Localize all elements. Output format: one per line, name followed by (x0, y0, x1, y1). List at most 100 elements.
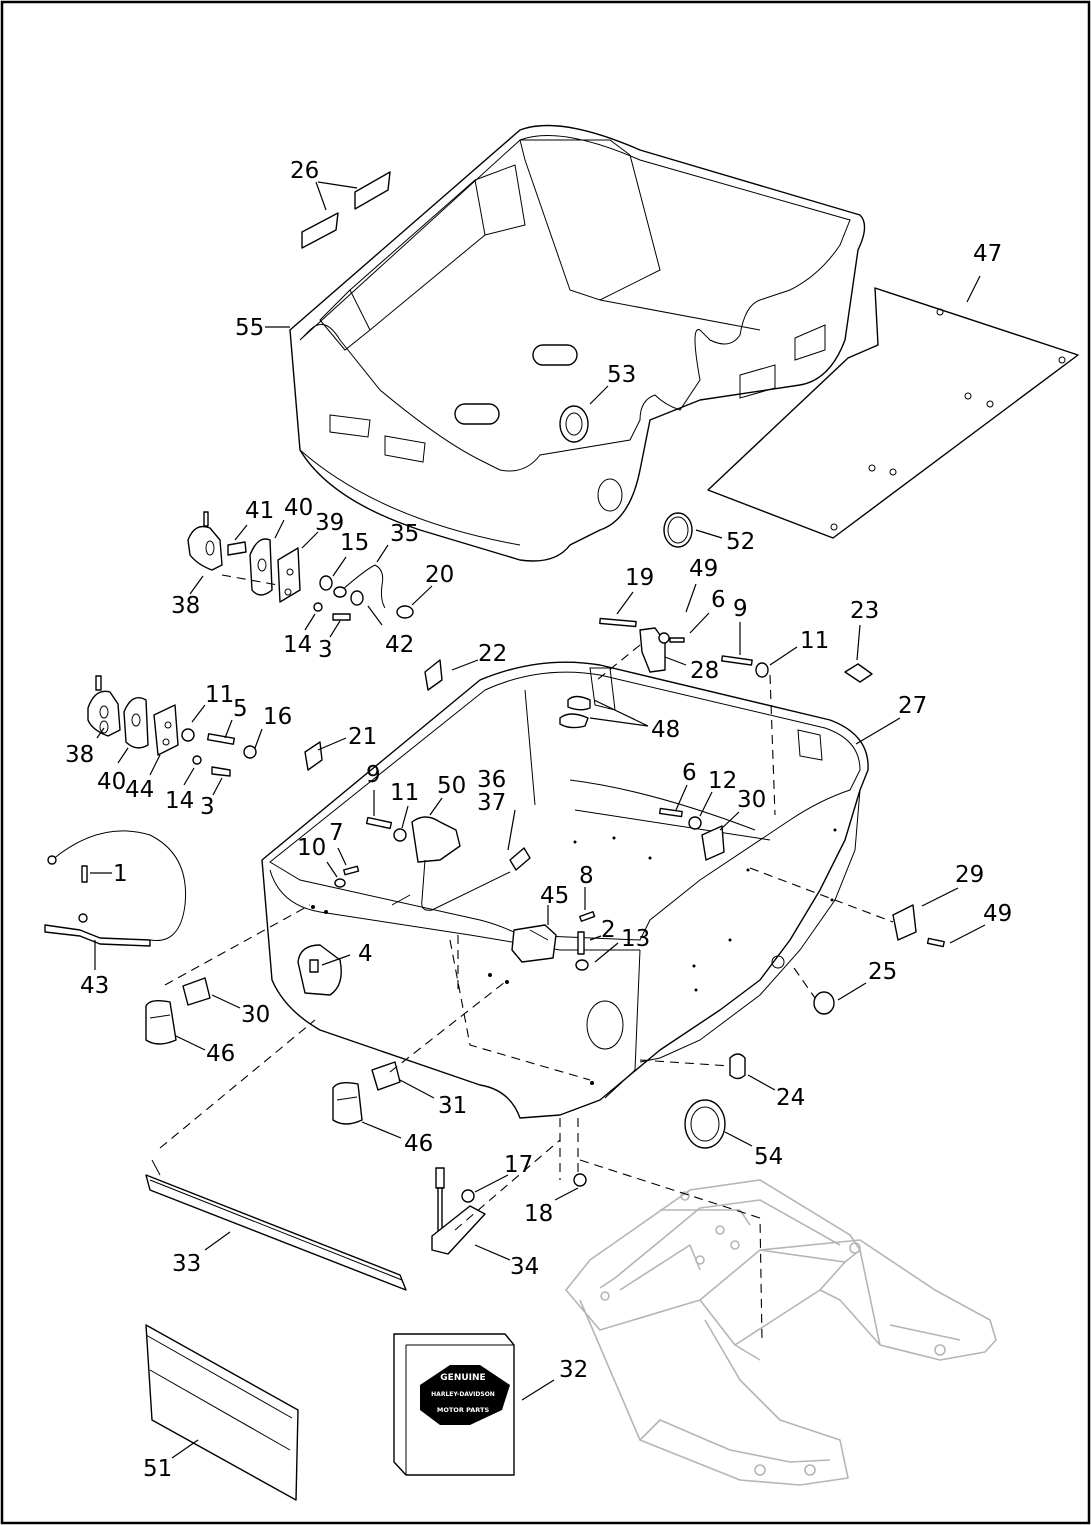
callout-8: 8 (579, 863, 594, 889)
callout-7: 7 (329, 820, 344, 846)
callout-46: 46 (404, 1131, 433, 1157)
callout-9: 9 (733, 596, 748, 622)
callout-38: 38 (171, 593, 200, 619)
hinge-upper (599, 617, 769, 678)
callout-32: 32 (559, 1357, 588, 1383)
callout-21: 21 (348, 724, 377, 750)
callout-40: 40 (97, 769, 126, 795)
luggage-rack-ghost (564, 1179, 997, 1486)
callout-54: 54 (754, 1144, 783, 1170)
gasket-ring (663, 512, 693, 548)
callout-27: 27 (898, 693, 927, 719)
callout-43: 43 (80, 973, 109, 999)
washer-13 (575, 959, 589, 971)
washer-10 (334, 878, 346, 888)
latch-assembly-lower (87, 675, 257, 777)
logo-line3: MOTOR PARTS (437, 1406, 490, 1414)
tour-pak-body (261, 661, 869, 1119)
screw-7 (343, 865, 360, 876)
mount-34 (431, 1167, 587, 1255)
callout-45: 45 (540, 883, 569, 909)
callout-14: 14 (283, 632, 312, 658)
bumper-24 (729, 1053, 746, 1080)
callout-22: 22 (478, 641, 507, 667)
callout-17: 17 (504, 1152, 533, 1178)
callout-5: 5 (233, 696, 248, 722)
callout-11: 11 (800, 628, 829, 654)
callout-42: 42 (385, 632, 414, 658)
bottom-pad (707, 287, 1079, 539)
callout-25: 25 (868, 959, 897, 985)
pads-48 (559, 695, 591, 729)
latch-50 (365, 816, 531, 911)
callout-28: 28 (690, 658, 719, 684)
grille-54 (684, 1099, 726, 1149)
latch-assembly-upper (187, 511, 414, 621)
trim-strip-33 (145, 1159, 407, 1291)
callout-39: 39 (315, 510, 344, 536)
callout-34: 34 (510, 1254, 539, 1280)
callout-24: 24 (776, 1085, 805, 1111)
callout-3: 3 (318, 637, 333, 663)
callout-51: 51 (143, 1456, 172, 1482)
reflector-strips (301, 171, 391, 249)
logo-line2: HARLEY-DAVIDSON (431, 1391, 495, 1398)
screw-49b (926, 937, 945, 948)
callout-37: 37 (477, 790, 506, 816)
clip-23 (844, 663, 873, 683)
genuine-parts-logo: GENUINE HARLEY-DAVIDSON MOTOR PARTS (420, 1365, 510, 1425)
antenna-lead (44, 830, 187, 947)
callout-12: 12 (708, 768, 737, 794)
callout-9: 9 (366, 762, 381, 788)
screw-8 (579, 911, 596, 922)
instruction-box-32: GENUINE HARLEY-DAVIDSON MOTOR PARTS (393, 1333, 515, 1476)
screw-4 (309, 959, 319, 973)
callout-16: 16 (263, 704, 292, 730)
callout-31: 31 (438, 1093, 467, 1119)
callout-40: 40 (284, 495, 313, 521)
callout-20: 20 (425, 562, 454, 588)
hinge-lower (658, 807, 725, 861)
hinge-plates-left (145, 977, 401, 1125)
callout-48: 48 (651, 717, 680, 743)
leader-lines (90, 181, 986, 1459)
screw-2 (577, 931, 585, 955)
callout-14: 14 (165, 788, 194, 814)
callout-11: 11 (205, 682, 234, 708)
callout-46: 46 (206, 1041, 235, 1067)
callout-49: 49 (689, 556, 718, 582)
callout-26: 26 (290, 158, 319, 184)
callout-15: 15 (340, 530, 369, 556)
callout-6: 6 (682, 760, 697, 786)
callout-30: 30 (241, 1002, 270, 1028)
bracket-22 (424, 659, 443, 691)
callout-49: 49 (983, 901, 1012, 927)
callout-38: 38 (65, 742, 94, 768)
callout-52: 52 (726, 529, 755, 555)
callout-36: 36 (477, 767, 506, 793)
callout-3: 3 (200, 794, 215, 820)
callout-11: 11 (390, 780, 419, 806)
callout-41: 41 (245, 498, 274, 524)
callout-13: 13 (621, 926, 650, 952)
callout-4: 4 (358, 941, 373, 967)
callout-30: 30 (737, 787, 766, 813)
callout-35: 35 (390, 521, 419, 547)
callout-53: 53 (607, 362, 636, 388)
pouch-51 (145, 1324, 299, 1501)
callout-33: 33 (172, 1251, 201, 1277)
bumper-25 (813, 991, 835, 1015)
callout-labels: 26 55 47 53 41 40 39 15 35 20 52 38 14 3… (65, 158, 1012, 1482)
callout-2: 2 (601, 917, 616, 943)
assembly-lines (159, 644, 894, 1341)
tour-pak-liner (289, 124, 866, 562)
callout-29: 29 (955, 862, 984, 888)
callout-23: 23 (850, 598, 879, 624)
callout-50: 50 (437, 773, 466, 799)
callout-55: 55 (235, 315, 264, 341)
callout-6: 6 (711, 587, 726, 613)
callout-47: 47 (973, 241, 1002, 267)
callout-10: 10 (297, 835, 326, 861)
callout-19: 19 (625, 565, 654, 591)
